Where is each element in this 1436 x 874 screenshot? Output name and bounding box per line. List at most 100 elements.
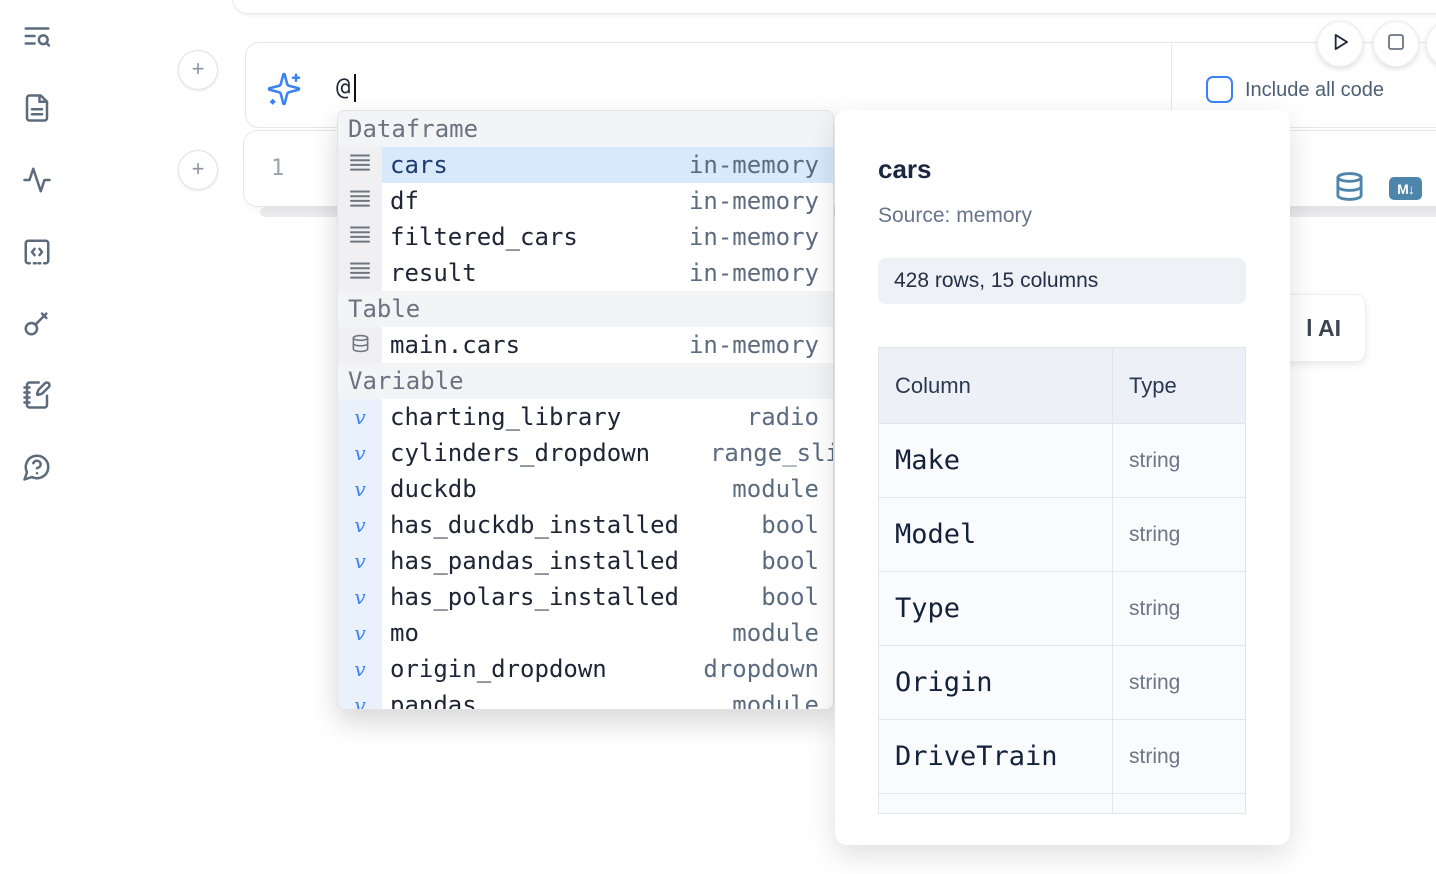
item-name: main.cars (390, 331, 521, 359)
item-type: in-memory (688, 223, 819, 251)
text-cursor (354, 74, 356, 102)
variable-icon: v (354, 549, 366, 573)
column-name: Origin (895, 667, 993, 698)
item-name: df (390, 187, 419, 215)
shape-badge: 428 rows, 15 columns (878, 258, 1246, 304)
square-code-icon (22, 237, 52, 272)
item-type: module (732, 619, 819, 647)
run-cell-button[interactable] (1317, 21, 1363, 67)
item-name: charting_library (390, 403, 622, 431)
sidebar (0, 0, 72, 874)
sidebar-item-scratchpad[interactable] (20, 380, 54, 414)
variable-icon: v (354, 441, 366, 465)
item-name: result (390, 259, 477, 287)
add-cell-button[interactable]: + (178, 50, 218, 90)
list-search-icon (22, 21, 52, 56)
variable-icon: v (354, 585, 366, 609)
item-type: in-memory (688, 187, 819, 215)
item-type: dropdown (703, 655, 819, 683)
sidebar-item-snippets[interactable] (20, 237, 54, 271)
variable-icon: v (354, 405, 366, 429)
column-type: string (1129, 448, 1181, 472)
column-header: Column (895, 372, 971, 398)
schema-row: Make string (879, 423, 1245, 497)
autocomplete-item-df[interactable]: df in-memory (338, 183, 833, 219)
variable-icon: v (354, 657, 366, 681)
variable-icon: v (354, 513, 366, 537)
item-type: bool (761, 583, 819, 611)
autocomplete-item-filtered-cars[interactable]: filtered_cars in-memory (338, 219, 833, 255)
rows-icon (349, 224, 371, 250)
column-type: string (1129, 522, 1181, 546)
sparkles-icon (266, 71, 302, 112)
item-name: duckdb (390, 475, 477, 503)
item-type: bool (761, 547, 819, 575)
autocomplete-section-header: Variable (338, 363, 833, 399)
help-chat-icon (22, 452, 52, 487)
column-type: string (1129, 670, 1181, 694)
item-name: cars (390, 151, 448, 179)
item-type: in-memory (688, 331, 819, 359)
item-type: module (732, 475, 819, 503)
item-name: pandas (390, 691, 477, 710)
item-name: has_duckdb_installed (390, 511, 679, 539)
schema-row-partial (879, 793, 1245, 813)
autocomplete-item-has-polars-installed[interactable]: v has_polars_installed bool (338, 579, 833, 615)
include-all-code-checkbox[interactable] (1206, 76, 1233, 103)
preview-source: Source: memory (878, 204, 1033, 227)
ai-prompt-input[interactable]: @ (336, 73, 351, 101)
autocomplete-item-cars[interactable]: cars in-memory (338, 147, 833, 183)
notebook-pen-icon (22, 380, 52, 415)
database-icon (351, 334, 370, 357)
autocomplete-item-charting-library[interactable]: v charting_library radio (338, 399, 833, 435)
play-icon (1327, 29, 1353, 60)
add-cell-button[interactable]: + (178, 150, 218, 190)
item-name: mo (390, 619, 419, 647)
rows-icon (349, 260, 371, 286)
column-name: DriveTrain (895, 741, 1058, 772)
rows-icon (349, 188, 371, 214)
stop-button[interactable] (1373, 21, 1419, 67)
sidebar-item-help[interactable] (20, 452, 54, 486)
item-name: filtered_cars (390, 223, 578, 251)
key-icon (22, 308, 52, 343)
schema-header-row: Column Type (879, 348, 1245, 423)
item-type: radio (746, 403, 819, 431)
autocomplete-item-origin-dropdown[interactable]: v origin_dropdown dropdown (338, 651, 833, 687)
item-type: bool (761, 511, 819, 539)
dataframe-preview-panel: cars Source: memory 428 rows, 15 columns… (835, 110, 1290, 845)
column-name: Model (895, 519, 977, 550)
schema-table: Column Type Make string Model string Typ… (878, 347, 1246, 814)
sidebar-item-table-of-contents[interactable] (20, 21, 54, 55)
activity-icon (22, 165, 52, 200)
item-type: module (732, 691, 819, 710)
autocomplete-item-main-cars[interactable]: main.cars in-memory (338, 327, 833, 363)
include-all-code-label: Include all code (1245, 79, 1384, 101)
item-type: range_sli (709, 439, 833, 467)
line-number: 1 (271, 156, 285, 181)
schema-row: Type string (879, 571, 1245, 645)
database-button[interactable] (1334, 171, 1365, 207)
markdown-toggle-button[interactable]: M↓ (1389, 177, 1422, 200)
sidebar-item-activity[interactable] (20, 165, 54, 199)
column-type: string (1129, 596, 1181, 620)
autocomplete-section-header: Dataframe (338, 111, 833, 147)
autocomplete-item-has-duckdb-installed[interactable]: v has_duckdb_installed bool (338, 507, 833, 543)
sidebar-item-secrets[interactable] (20, 308, 54, 342)
item-type: in-memory (688, 151, 819, 179)
sidebar-item-files[interactable] (20, 93, 54, 127)
column-name: Type (895, 593, 961, 624)
column-type: string (1129, 744, 1181, 768)
item-name: has_polars_installed (390, 583, 679, 611)
autocomplete-popup: Dataframe cars in-memory df in-memory filt… (337, 110, 834, 710)
item-name: origin_dropdown (390, 655, 607, 683)
schema-row: DriveTrain string (879, 719, 1245, 793)
previous-cell-card (232, 0, 1436, 14)
